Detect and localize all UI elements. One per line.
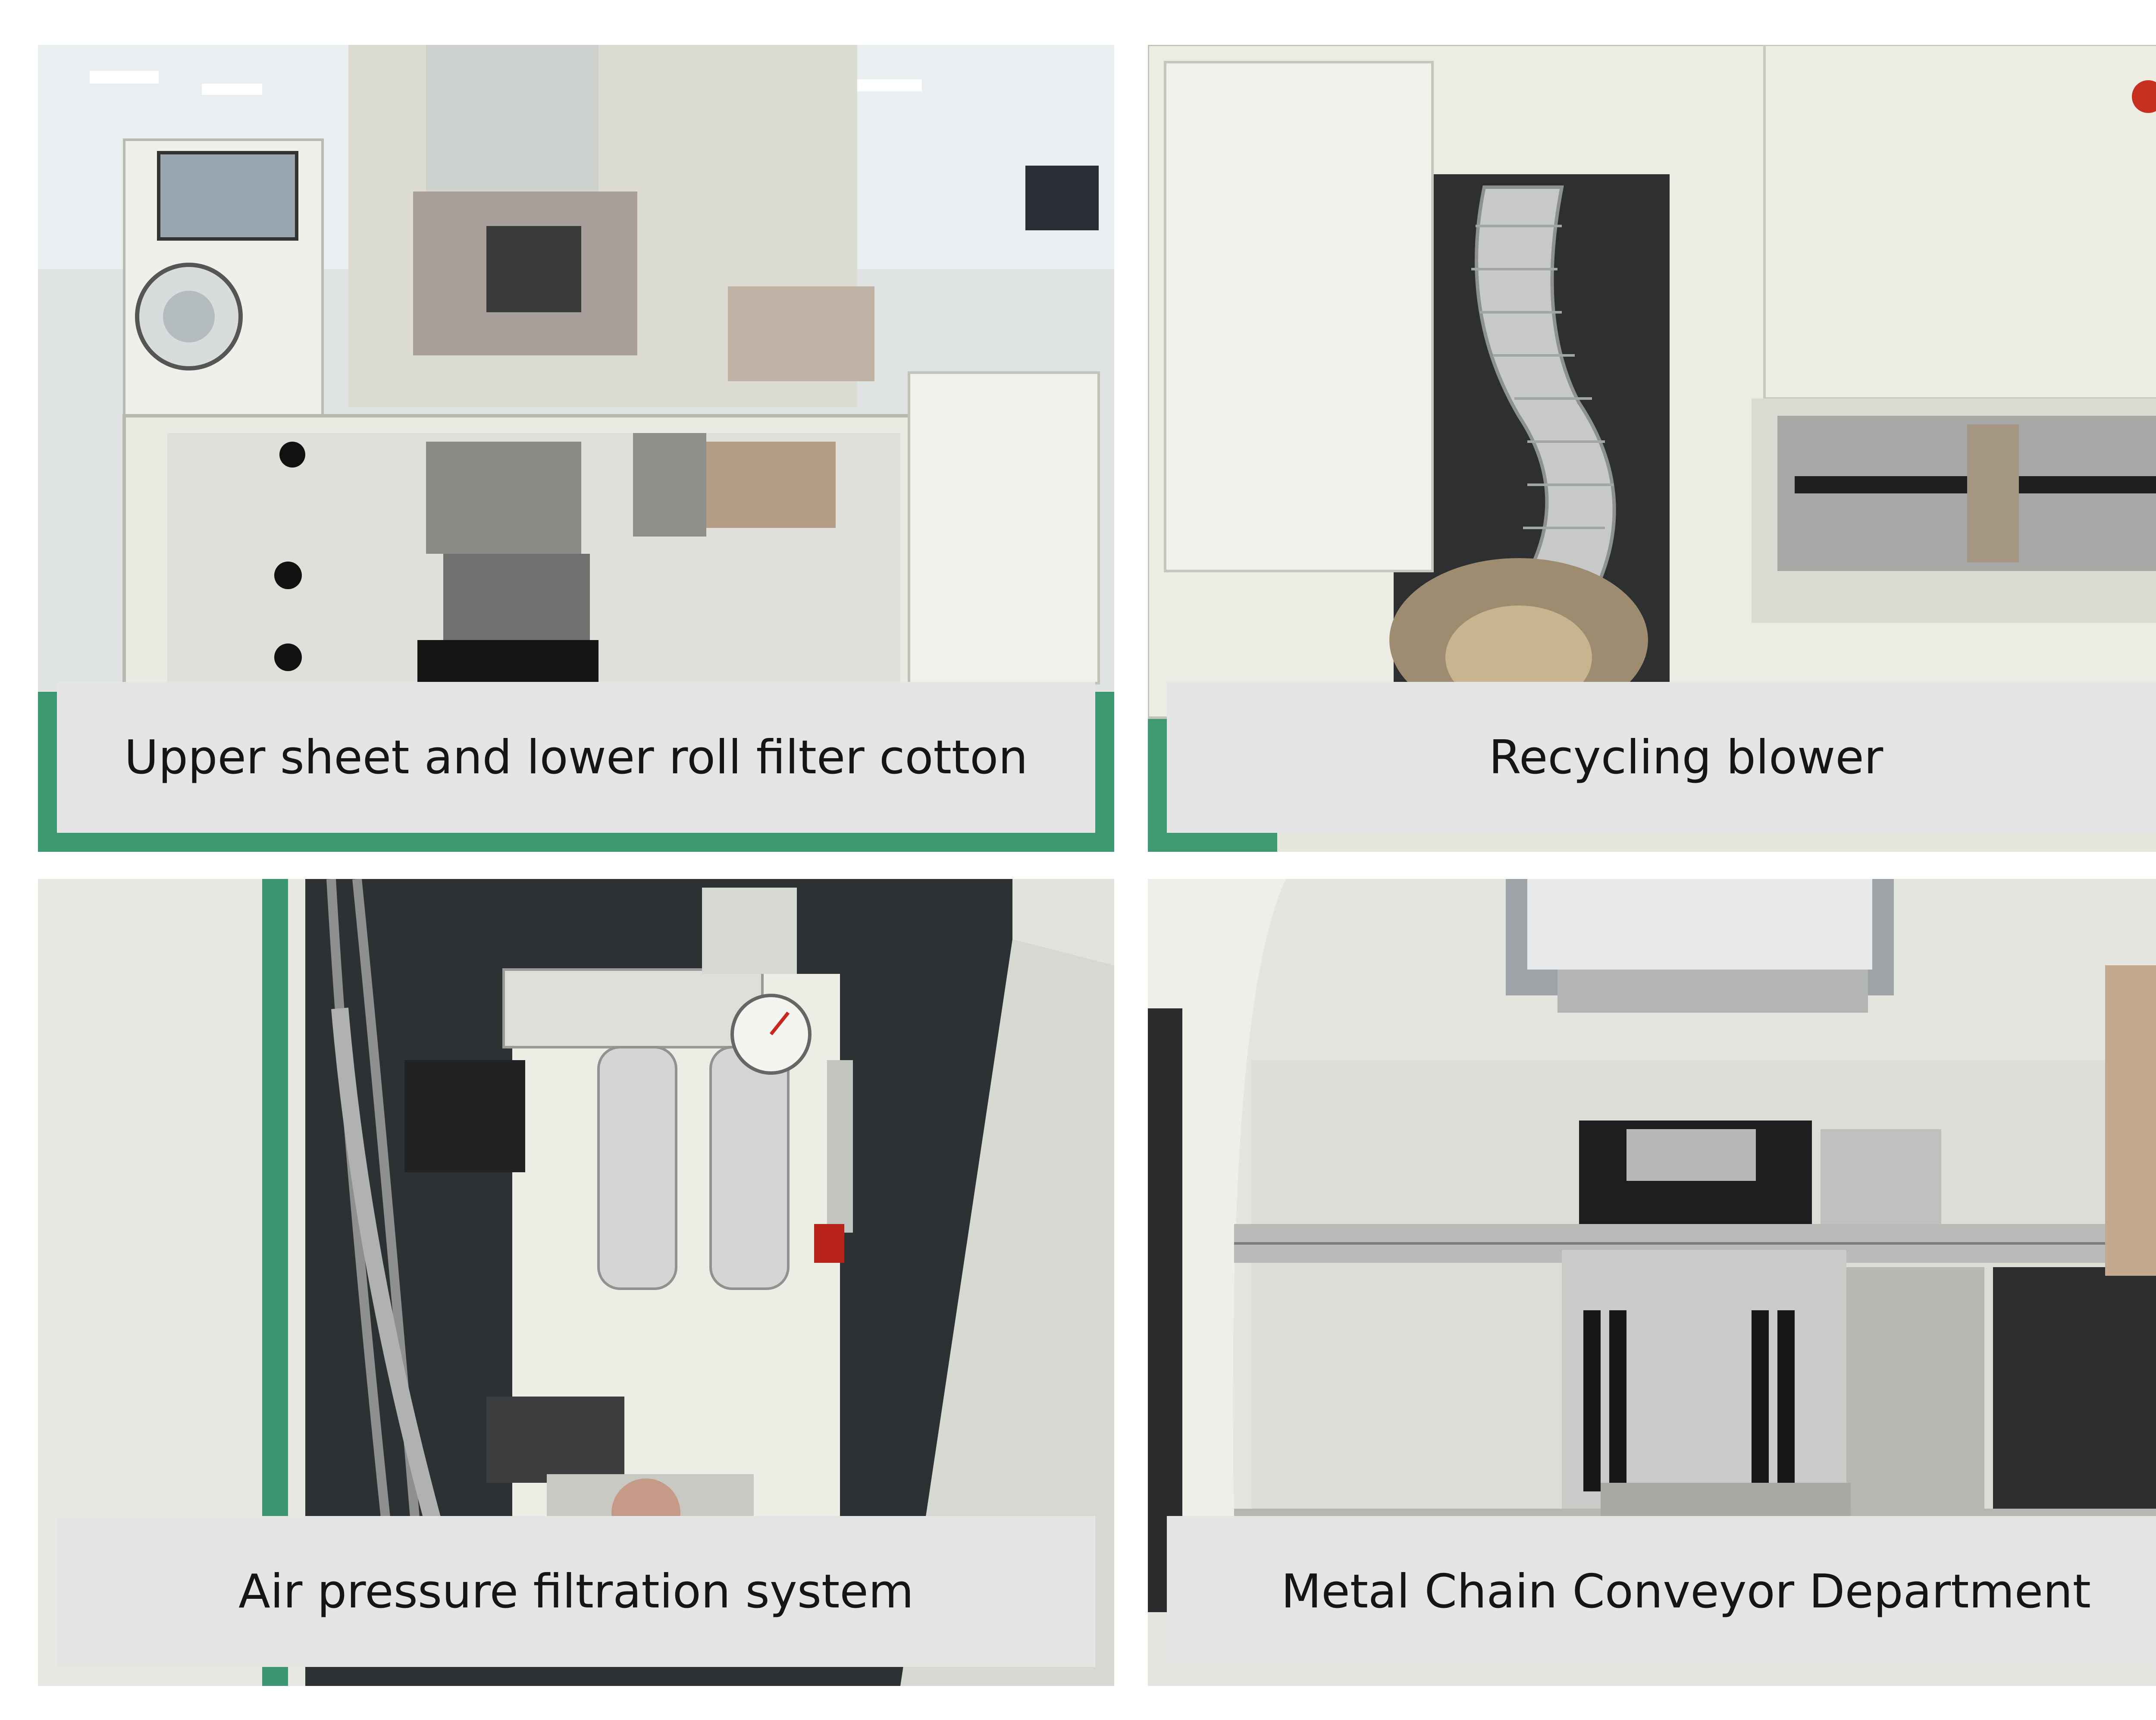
photo-panel-air-pressure-filtration: Air pressure filtration system	[38, 879, 1114, 1686]
photo-panel-filter-cotton: Upper sheet and lower roll filter cotton	[38, 45, 1114, 852]
caption-recycling-blower: Recycling blower	[1489, 730, 1883, 785]
caption-box: Air pressure filtration system	[57, 1516, 1095, 1667]
caption-box: Metal Chain Conveyor Department	[1167, 1516, 2156, 1667]
caption-filter-cotton: Upper sheet and lower roll filter cotton	[124, 730, 1028, 785]
photo-panel-recycling-blower: Recycling blower	[1148, 45, 2156, 852]
filter-cotton-photo	[38, 45, 1114, 852]
caption-box: Upper sheet and lower roll filter cotton	[57, 682, 1095, 833]
photo-panel-metal-chain-conveyor: Metal Chain Conveyor Department	[1148, 879, 2156, 1686]
caption-box: Recycling blower	[1167, 682, 2156, 833]
caption-air-pressure-filtration: Air pressure filtration system	[238, 1564, 914, 1619]
caption-metal-chain-conveyor: Metal Chain Conveyor Department	[1281, 1564, 2091, 1619]
